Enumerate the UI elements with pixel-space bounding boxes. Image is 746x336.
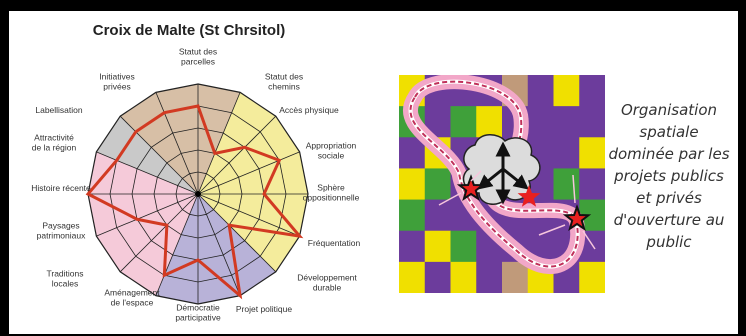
flow-arrow <box>538 224 566 236</box>
caption-line: public <box>646 233 692 251</box>
radar-spoke <box>197 193 300 237</box>
map-cell <box>579 106 605 138</box>
map-cell <box>476 261 503 293</box>
map-cell <box>553 168 580 201</box>
radar-grid <box>87 83 309 305</box>
radar-sector <box>198 116 300 194</box>
radar-sector <box>198 92 276 194</box>
radar-spoke <box>155 193 199 296</box>
project-star <box>562 204 592 232</box>
radar-spoke <box>197 151 300 195</box>
map-cell <box>579 168 605 201</box>
map-cell <box>450 106 477 138</box>
spatial-map <box>399 75 605 293</box>
map-cell <box>399 261 426 293</box>
radar-spoke <box>119 193 199 273</box>
map-cell <box>553 137 580 169</box>
radar-sectors <box>88 84 308 304</box>
map-cell <box>527 75 554 107</box>
radar-spoke <box>155 92 199 195</box>
caption-line: dominée par les <box>608 145 730 163</box>
project-star <box>517 185 541 207</box>
radar-spoke <box>197 115 277 195</box>
radar-sector <box>155 194 198 304</box>
map-cell <box>502 261 529 293</box>
radar-sector <box>198 194 300 272</box>
radar-spoke <box>197 193 277 273</box>
project-star <box>456 174 486 202</box>
radar-spoke <box>96 151 199 195</box>
map-overlay <box>403 75 596 274</box>
radar-spoke <box>197 193 241 296</box>
radar-sector <box>198 194 241 304</box>
map-cell <box>579 75 605 107</box>
radar-title: Croix de Malte (St Chrsitol) <box>93 22 286 39</box>
radar-axis-label: Histoire récente <box>31 183 91 193</box>
dispersion-arrow <box>477 167 504 190</box>
radar-sector <box>120 92 198 194</box>
radar-sector <box>198 151 308 194</box>
caption-line: projets publics <box>614 167 724 185</box>
dispersion-arrow <box>502 167 529 190</box>
caption: Organisation spatiale dominée par les pr… <box>599 99 738 253</box>
radar-sector <box>96 116 198 194</box>
flow-arrow <box>470 170 482 182</box>
radar-sector <box>198 194 276 296</box>
radar-spoke <box>96 193 199 237</box>
flow-arrow <box>438 192 462 206</box>
radar-spoke <box>119 115 199 195</box>
map-cell <box>424 199 451 232</box>
map-cell <box>399 168 426 201</box>
radar-axis-label: Accès physique <box>279 105 339 115</box>
radar-profile <box>85 104 304 300</box>
map-cell <box>450 261 477 293</box>
radar-sector <box>198 194 308 237</box>
map-cell <box>424 261 451 293</box>
radar-series-line <box>85 104 304 300</box>
radar-axis-label: Projet politique <box>236 304 293 314</box>
map-cell <box>527 106 554 138</box>
map-cell <box>399 137 426 169</box>
map-cell <box>450 230 477 263</box>
map-cell <box>579 261 605 293</box>
radar-sector <box>198 84 241 194</box>
flow-arrow <box>572 174 576 204</box>
radar-sector <box>96 194 198 272</box>
caption-line: spatiale <box>639 123 699 141</box>
radar-sector <box>88 194 198 237</box>
radar-spoke <box>197 92 241 195</box>
flow-arrow <box>582 230 596 250</box>
caption-line: d'ouverture au <box>613 211 725 229</box>
map-cell <box>424 230 451 263</box>
map-cell <box>553 106 580 138</box>
map-cell <box>476 106 503 138</box>
map-cell <box>579 137 605 169</box>
map-cell <box>424 168 451 201</box>
radar-axis-label: Labellisation <box>35 105 83 115</box>
radar-sector <box>120 194 198 296</box>
map-cell <box>399 199 426 232</box>
caption-line: Organisation <box>620 101 718 119</box>
caption-line: et privés <box>636 189 702 207</box>
radar-axis-label: Fréquentation <box>308 238 361 248</box>
map-grid <box>399 75 605 293</box>
map-cell <box>553 75 580 107</box>
radar-center <box>195 191 201 197</box>
map-cell <box>399 230 426 263</box>
